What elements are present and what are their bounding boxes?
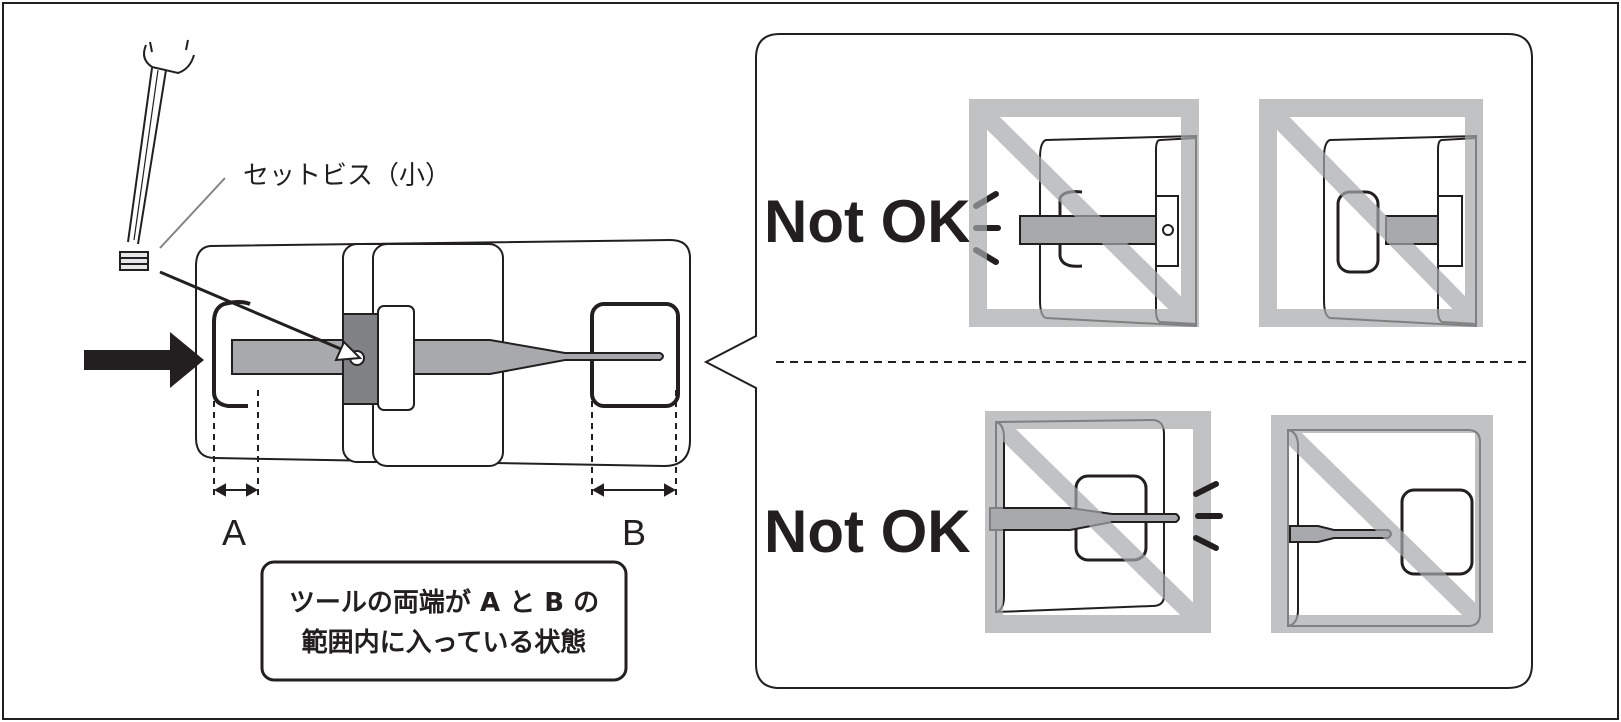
note-box <box>260 560 628 682</box>
range-b-guides <box>591 390 677 496</box>
ng-example-bottom-right <box>1271 415 1493 633</box>
prohibit-icon <box>1259 99 1483 327</box>
range-b-arrow-icon <box>591 483 677 497</box>
not-ok-label-bottom: Not OK <box>764 498 971 565</box>
screw-direction-arrowhead <box>334 340 363 362</box>
range-a-arrow-icon <box>213 483 259 497</box>
impact-lines-bottom-icon <box>1193 481 1223 551</box>
label-b: B <box>622 512 646 553</box>
label-a: A <box>222 512 246 553</box>
prohibit-icon <box>985 411 1211 633</box>
screw-direction-arrow-line <box>159 270 349 354</box>
ng-example-bottom-left <box>985 411 1211 633</box>
prohibit-icon <box>1271 415 1493 633</box>
push-arrow-icon <box>84 332 204 388</box>
ng-example-top-left <box>969 99 1199 328</box>
set-screw-label: セットビス（小） <box>243 161 451 191</box>
not-ok-label-top: Not OK <box>764 188 971 255</box>
note-line-1: ツールの両端が A と B の <box>289 587 599 618</box>
screwdriver-icon <box>119 39 195 271</box>
set-screw-leader-line <box>159 177 226 249</box>
not-ok-panel: Not OK <box>703 33 1533 689</box>
ng-example-top-right <box>1259 99 1483 328</box>
range-a-guides <box>213 390 259 496</box>
prohibit-icon <box>969 99 1199 327</box>
note-line-2: 範囲内に入っている状態 <box>302 627 587 658</box>
slider-block <box>377 305 415 411</box>
main-illustration: セットビス（小） A <box>84 39 691 682</box>
slot-a <box>212 300 251 408</box>
